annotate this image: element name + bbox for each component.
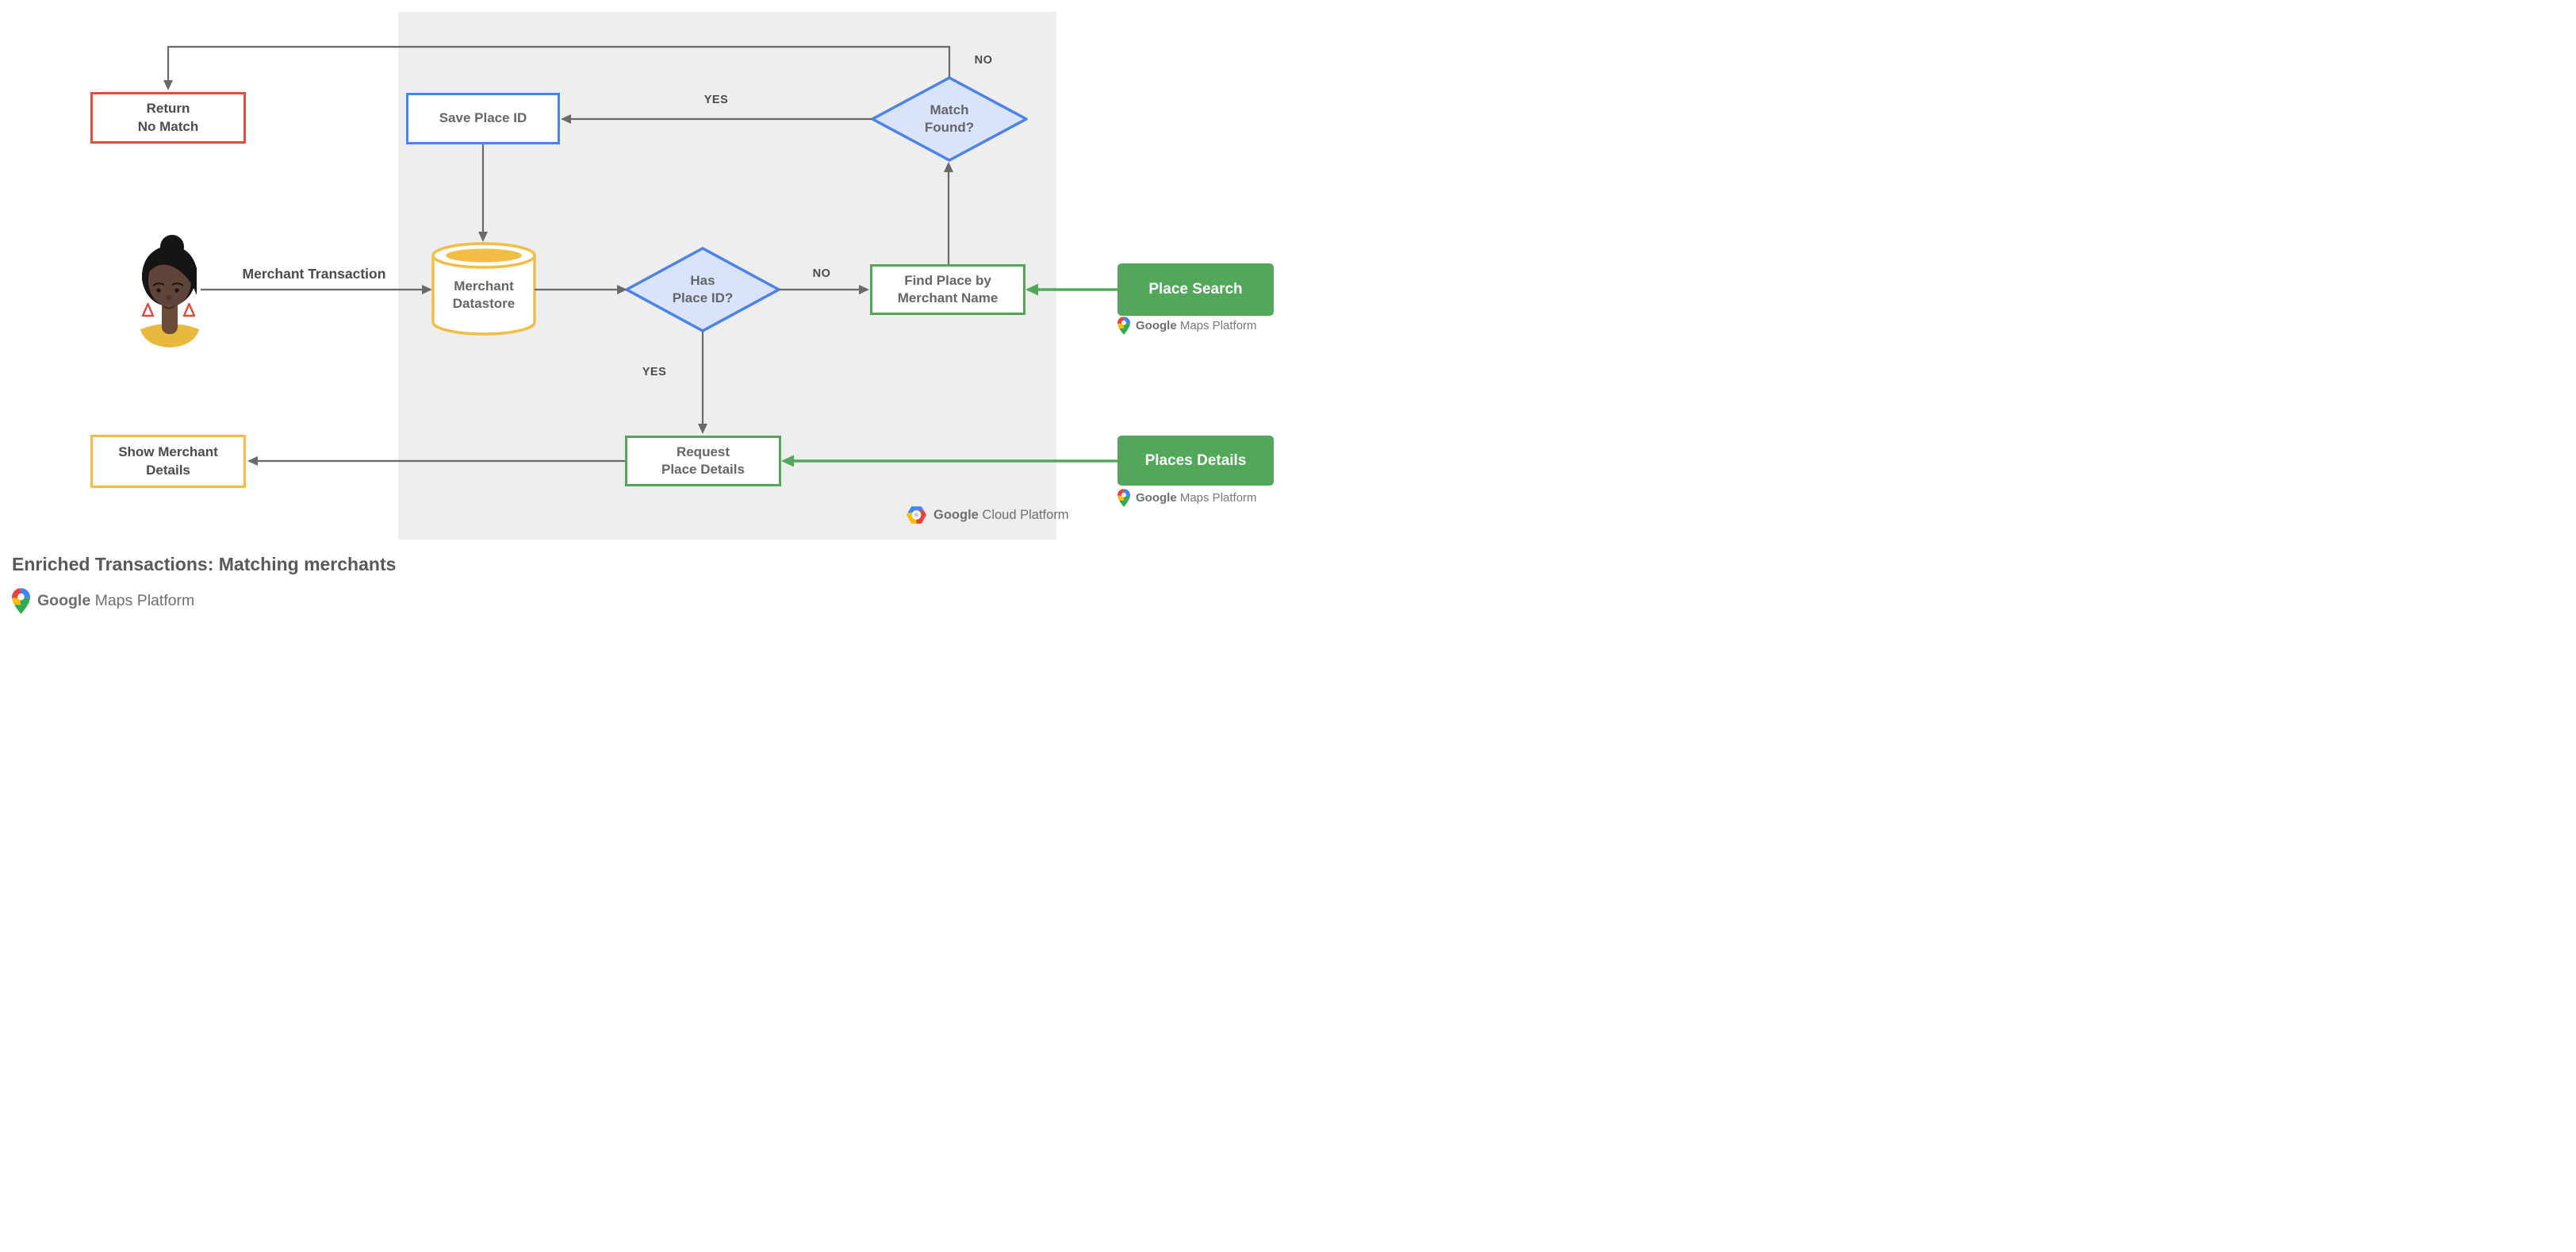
gmp-logo-text: Google Maps Platform (1136, 491, 1257, 505)
api-box-places-details: Places Details (1117, 436, 1274, 486)
avatar-hair-sweep (141, 246, 197, 295)
edge-label-yes-top: YES (703, 94, 729, 106)
gcp-logo-text: Google Cloud Platform (933, 507, 1069, 522)
node-label-line: Request (676, 444, 730, 459)
node-label-line: Return (146, 101, 190, 117)
node-match-found-label: Match Found? (924, 102, 975, 136)
node-label-line: Find Place by (904, 272, 991, 288)
api-box-label: Place Search (1148, 281, 1243, 298)
node-merchant-datastore-label: Merchant Datastore (452, 278, 516, 312)
google-maps-pin-icon (1117, 317, 1130, 335)
edge-label-no-top: NO (974, 54, 993, 67)
avatar-earrings (141, 302, 196, 317)
node-label-line: Details (146, 462, 190, 478)
node-label-line: Save Place ID (439, 110, 527, 126)
gmp-logo-place-search: Google Maps Platform (1117, 317, 1257, 335)
google-maps-pin-icon (1117, 489, 1130, 507)
node-find-place-by-merchant-name: Find Place by Merchant Name (870, 264, 1025, 315)
node-has-place-id-label: Has Place ID? (672, 273, 734, 306)
node-show-merchant-details: Show Merchant Details (90, 435, 246, 488)
diagram-canvas: Return No Match Save Place ID Find Place… (0, 0, 1288, 626)
edge-label-merchant-transaction: Merchant Transaction (242, 266, 386, 282)
node-request-place-details: Request Place Details (625, 436, 781, 486)
gmp-logo-footer: Google Maps Platform (12, 588, 194, 614)
merchant-user-avatar (140, 235, 199, 348)
diagram-title: Enriched Transactions: Matching merchant… (12, 554, 397, 574)
gmp-logo-text: Google Maps Platform (1136, 319, 1257, 332)
api-box-place-search: Place Search (1117, 263, 1274, 316)
google-maps-pin-icon (12, 588, 30, 614)
edge-label-yes-mid: YES (642, 366, 667, 378)
node-save-place-id: Save Place ID (406, 93, 560, 144)
avatar-shoulders (140, 324, 199, 348)
node-label-line: Place Details (661, 462, 745, 477)
gcp-logo: Google Cloud Platform (907, 506, 1069, 524)
gmp-logo-places-details: Google Maps Platform (1117, 489, 1257, 507)
node-return-no-match: Return No Match (90, 92, 246, 144)
avatar-face-features (152, 282, 184, 309)
edge-label-no-mid: NO (812, 267, 831, 280)
google-cloud-hexagon-icon (907, 506, 926, 524)
api-box-label: Places Details (1144, 451, 1247, 469)
node-label-line: No Match (137, 118, 199, 134)
node-label-line: Merchant Name (897, 290, 999, 305)
node-label-line: Show Merchant (118, 444, 218, 460)
gmp-logo-text: Google Maps Platform (37, 592, 195, 609)
